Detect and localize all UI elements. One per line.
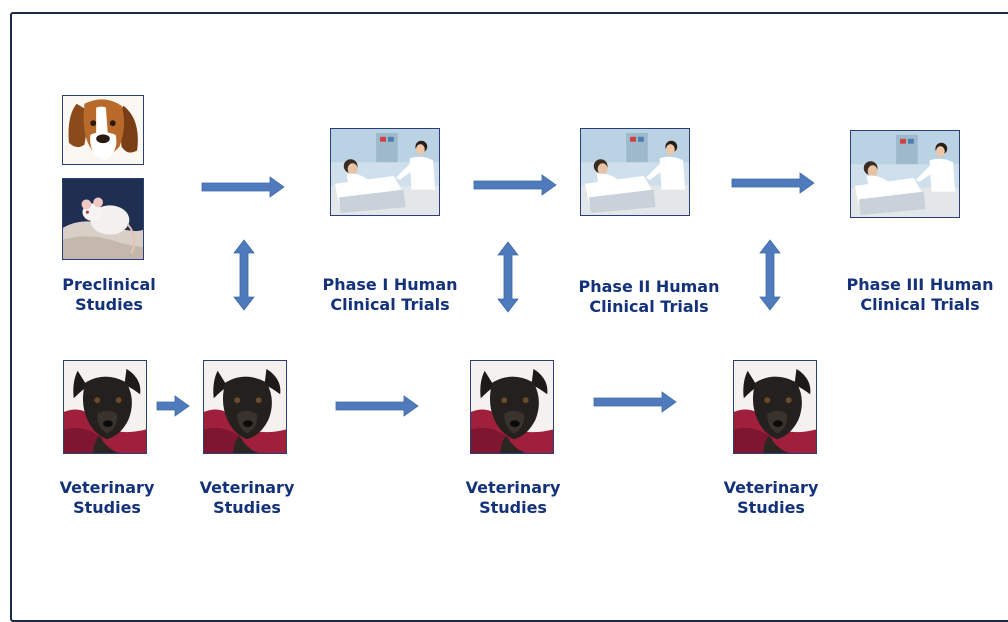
label-line: Studies [75, 295, 143, 314]
vet-photo-3 [470, 360, 554, 454]
arrow-right [473, 174, 557, 196]
vet-photo-4 [733, 360, 817, 454]
vet-label-4: Veterinary Studies [714, 478, 828, 518]
label-line: Clinical Trials [860, 295, 980, 314]
phase2-label: Phase II Human Clinical Trials [566, 277, 732, 317]
phase3-label: Phase III Human Clinical Trials [834, 275, 1006, 315]
label-line: Clinical Trials [330, 295, 450, 314]
label-line: Phase I Human [322, 275, 458, 294]
label-line: Phase II Human [578, 277, 720, 296]
phase1-label: Phase I Human Clinical Trials [310, 275, 470, 315]
vet-label-3: Veterinary Studies [456, 478, 570, 518]
phase2-photo [580, 128, 690, 216]
double-arrow-vertical [497, 241, 519, 313]
double-arrow-vertical [233, 239, 255, 311]
label-line: Veterinary [59, 478, 155, 497]
phase1-photo [330, 128, 440, 216]
vet-label-2: Veterinary Studies [190, 478, 304, 518]
label-line: Studies [479, 498, 547, 517]
arrow-right [593, 391, 677, 413]
label-line: Studies [213, 498, 281, 517]
label-line: Studies [737, 498, 805, 517]
vet-label-1: Veterinary Studies [50, 478, 164, 518]
arrow-right [156, 395, 190, 417]
label-line: Veterinary [199, 478, 295, 497]
vet-photo-1 [63, 360, 147, 454]
mouse-photo [62, 178, 144, 260]
preclinical-label: Preclinical Studies [44, 275, 174, 315]
double-arrow-vertical [759, 239, 781, 311]
phase3-photo [850, 130, 960, 218]
arrow-right [335, 395, 419, 417]
arrow-right [731, 172, 815, 194]
vet-photo-2 [203, 360, 287, 454]
diagram-frame [10, 12, 1008, 622]
label-line: Preclinical [62, 275, 156, 294]
label-line: Phase III Human [846, 275, 994, 294]
arrow-right [201, 176, 285, 198]
beagle-photo [62, 95, 144, 165]
label-line: Clinical Trials [589, 297, 709, 316]
label-line: Veterinary [723, 478, 819, 497]
label-line: Veterinary [465, 478, 561, 497]
label-line: Studies [73, 498, 141, 517]
